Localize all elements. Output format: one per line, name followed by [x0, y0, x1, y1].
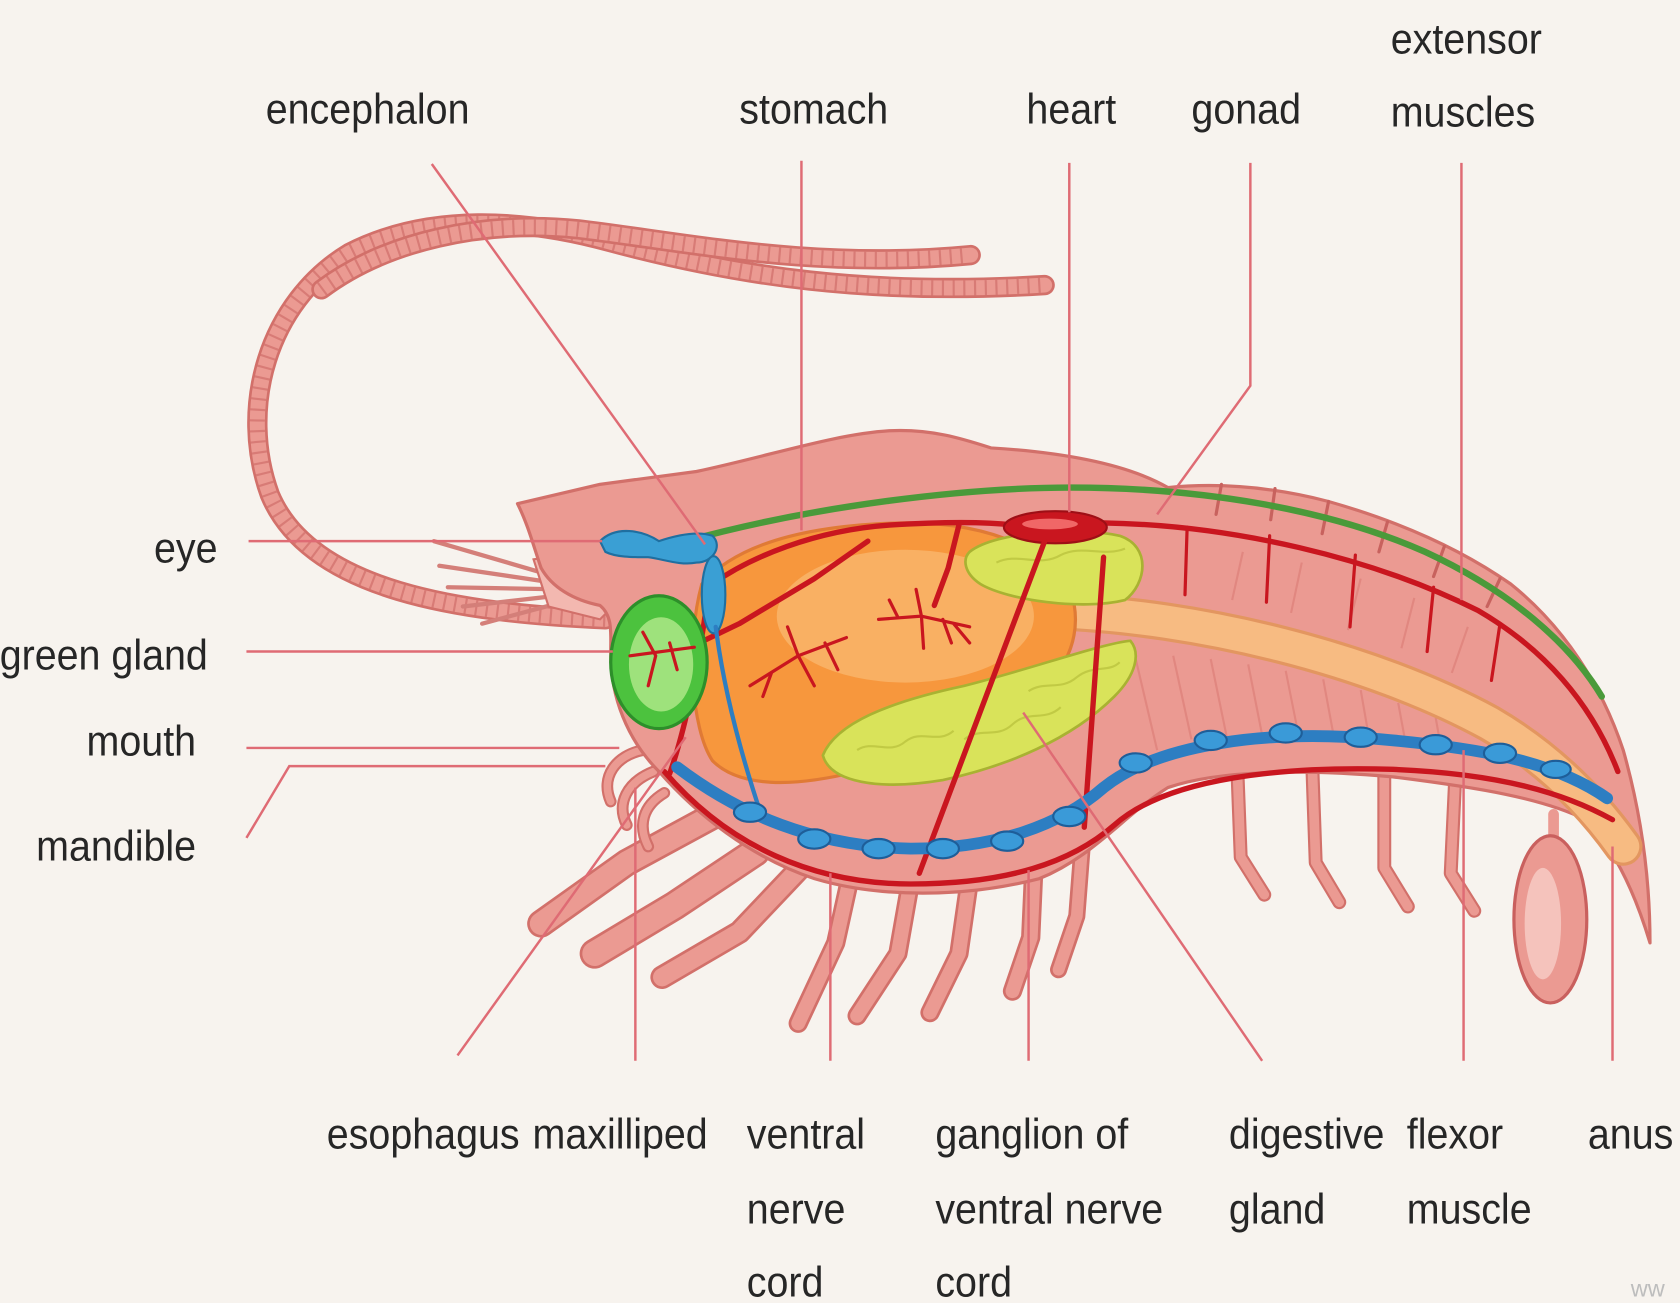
label-ganglion-line: ventral nerve	[935, 1185, 1163, 1233]
ganglion	[863, 839, 895, 858]
label-mandible: mandible	[36, 822, 196, 870]
label-eye: eye	[154, 524, 218, 572]
ganglion	[1195, 731, 1227, 750]
label-digestive-gland-line: gland	[1229, 1185, 1325, 1233]
label-ventral-nerve-cord-line: nerve	[747, 1185, 846, 1233]
label-maxilliped-text: maxilliped	[533, 1110, 708, 1158]
ganglion	[991, 832, 1023, 851]
ganglion	[1484, 744, 1516, 763]
label-green-gland: green gland	[0, 631, 208, 679]
label-ganglion-line: ganglion of	[935, 1110, 1128, 1158]
label-flexor-muscle-line: flexor	[1407, 1110, 1504, 1158]
ganglion	[1120, 753, 1152, 772]
green-gland-inner	[629, 617, 693, 711]
ganglion	[927, 839, 959, 858]
label-ventral-nerve-cord-line: cord	[747, 1258, 824, 1303]
heart-highlight	[1022, 519, 1078, 530]
encephalon	[702, 556, 726, 633]
label-heart-text: heart	[1026, 85, 1116, 133]
ganglion	[1270, 723, 1302, 742]
label-green-gland-text: green gland	[0, 631, 208, 679]
label-extensor-muscles-line: extensor	[1391, 15, 1542, 63]
label-encephalon-text: encephalon	[266, 85, 470, 133]
label-stomach-text: stomach	[739, 85, 888, 133]
label-heart: heart	[1026, 85, 1116, 133]
label-extensor-muscles-line: muscles	[1391, 88, 1536, 136]
label-gonad: gonad	[1191, 85, 1301, 133]
artery-branch	[1185, 527, 1187, 595]
ganglion	[734, 803, 766, 822]
label-mouth-text: mouth	[87, 717, 197, 765]
ganglion	[1420, 735, 1452, 754]
watermark: ww	[1630, 1276, 1666, 1302]
uropod-highlight	[1525, 868, 1561, 979]
label-ganglion-line: cord	[935, 1258, 1012, 1303]
ganglion	[798, 829, 830, 848]
label-esophagus: esophagus	[327, 1110, 520, 1158]
label-mouth: mouth	[87, 717, 197, 765]
label-encephalon: encephalon	[266, 85, 470, 133]
label-anus-text: anus	[1588, 1110, 1673, 1158]
label-maxilliped: maxilliped	[533, 1110, 708, 1158]
ganglion	[1541, 761, 1571, 778]
ganglion	[1345, 728, 1377, 747]
label-esophagus-text: esophagus	[327, 1110, 520, 1158]
label-ventral-nerve-cord-line: ventral	[747, 1110, 865, 1158]
label-stomach: stomach	[739, 85, 888, 133]
label-anus: anus	[1588, 1110, 1673, 1158]
label-flexor-muscle-line: muscle	[1407, 1185, 1532, 1233]
label-eye-text: eye	[154, 524, 218, 572]
label-digestive-gland-line: digestive	[1229, 1110, 1385, 1158]
ganglion	[1053, 807, 1085, 826]
label-gonad-text: gonad	[1191, 85, 1301, 133]
label-mandible-text: mandible	[36, 822, 196, 870]
